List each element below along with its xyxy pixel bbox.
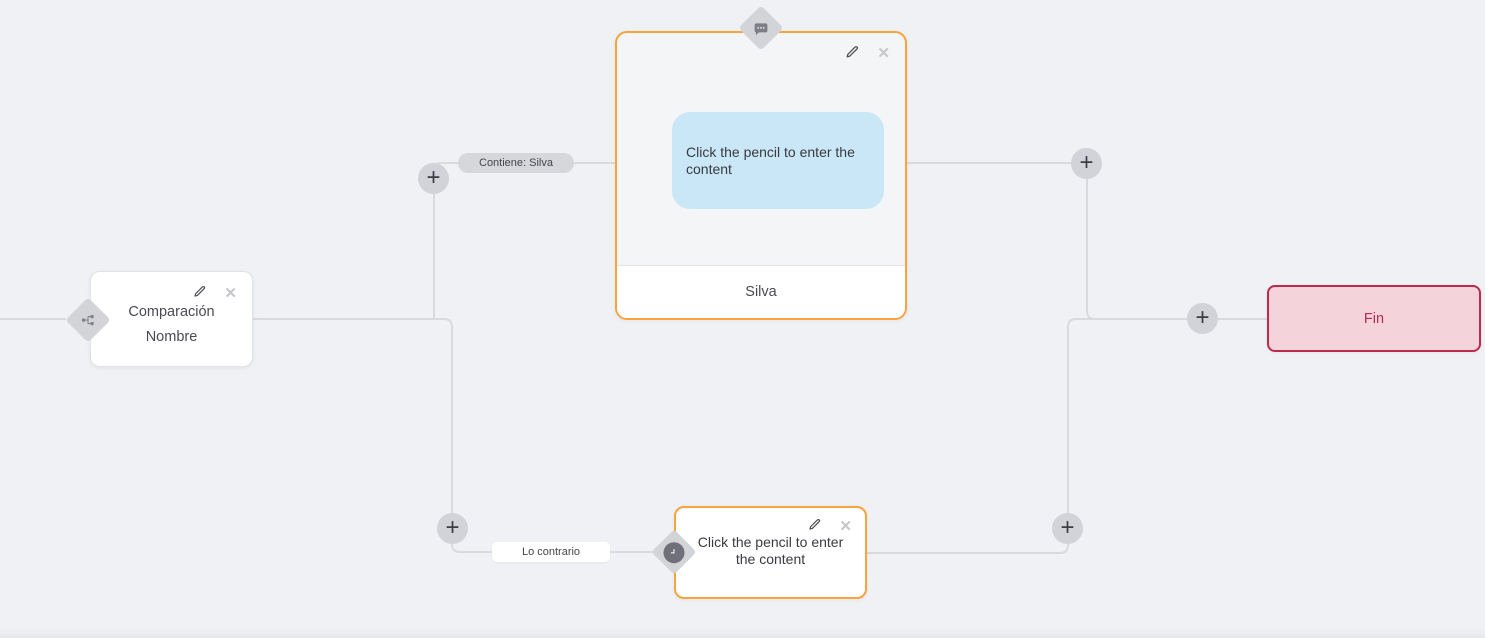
add-node-button-after-delay[interactable]: + xyxy=(1052,513,1083,544)
edge-condition-to-message xyxy=(433,162,615,319)
message-node[interactable]: ✕ Click the pencil to enter the content … xyxy=(615,31,907,320)
chat-bubble-icon xyxy=(753,20,770,37)
pencil-icon xyxy=(807,517,822,535)
pencil-icon xyxy=(192,284,207,302)
close-icon: ✕ xyxy=(839,517,852,535)
clock-icon xyxy=(663,541,685,563)
branch-icon xyxy=(81,313,95,327)
delay-placeholder-text: Click the pencil to enter the content xyxy=(697,534,844,567)
message-bubble-text: Click the pencil to enter the content xyxy=(686,144,855,177)
end-node-label: Fin xyxy=(1363,310,1385,327)
edge-label-otherwise: Lo contrario xyxy=(492,542,610,562)
message-bubble: Click the pencil to enter the content xyxy=(672,112,884,209)
close-icon: ✕ xyxy=(877,45,890,62)
delay-type-badge xyxy=(651,529,697,575)
condition-type-badge xyxy=(65,297,111,343)
edge-label-otherwise-text: Lo contrario xyxy=(521,546,581,558)
edge-label-contains: Contiene: Silva xyxy=(458,153,574,173)
delete-condition-button[interactable]: ✕ xyxy=(224,286,237,301)
plus-icon: + xyxy=(1079,148,1094,176)
delay-node[interactable]: ✕ Click the pencil to enter the content xyxy=(674,506,867,599)
plus-icon: + xyxy=(1195,303,1210,331)
plus-icon: + xyxy=(426,163,441,191)
edge-condition-main xyxy=(253,318,674,553)
edit-message-button[interactable] xyxy=(844,44,860,63)
edge-label-contains-text: Contiene: Silva xyxy=(479,157,553,169)
delete-delay-button[interactable]: ✕ xyxy=(839,519,852,534)
message-type-badge xyxy=(738,5,784,51)
add-node-button-after-message[interactable]: + xyxy=(1071,148,1102,179)
canvas-bottom-edge xyxy=(0,628,1485,638)
message-footer-label: Silva xyxy=(745,284,777,300)
edge-message-to-end xyxy=(907,162,1267,320)
condition-title: Comparación Nombre xyxy=(91,272,252,350)
message-footer: Silva xyxy=(617,265,905,318)
add-node-button-after-contains[interactable]: + xyxy=(418,163,449,194)
delete-message-button[interactable]: ✕ xyxy=(877,46,890,61)
plus-icon: + xyxy=(445,513,460,541)
plus-icon: + xyxy=(1060,513,1075,541)
add-node-button-before-end[interactable]: + xyxy=(1187,303,1218,334)
edge-delay-to-end xyxy=(867,318,1267,554)
condition-title-line1: Comparación xyxy=(128,304,215,320)
add-node-button-after-otherwise[interactable]: + xyxy=(437,513,468,544)
edit-delay-button[interactable] xyxy=(807,517,822,535)
pencil-icon xyxy=(844,44,860,63)
condition-node[interactable]: ✕ Comparación Nombre xyxy=(90,271,253,367)
close-icon: ✕ xyxy=(224,284,237,302)
end-node[interactable]: Fin xyxy=(1267,285,1481,352)
edit-condition-button[interactable] xyxy=(192,284,207,302)
condition-title-line2: Nombre xyxy=(145,329,198,345)
